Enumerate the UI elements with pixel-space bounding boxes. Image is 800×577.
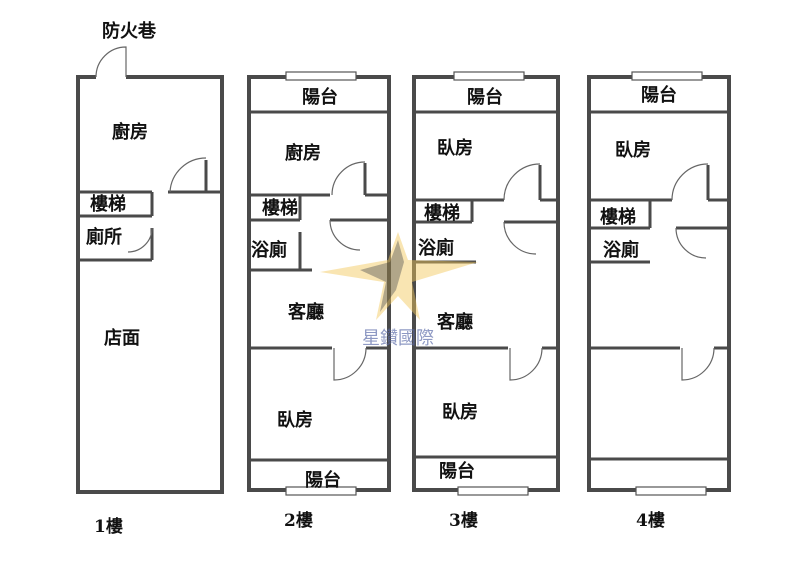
floor-2-bath-label: 浴廁	[251, 239, 287, 261]
floor-1-title: 1樓	[94, 516, 123, 537]
floor-1-entry-door-icon	[95, 46, 127, 78]
floor-4-front-window	[631, 71, 703, 81]
floor-3-living-label: 客廳	[437, 311, 473, 333]
floor-2-front-window	[285, 71, 357, 81]
floor-2-kitchen-label: 廚房	[285, 142, 321, 164]
floor-1: 防火巷 廚房 樓梯 廁所 店面 1樓	[76, 20, 224, 537]
floor-4-bedroom-door-icon	[671, 163, 709, 201]
star-logo-icon	[320, 232, 478, 320]
floor-2: 陽台 廚房 樓梯 浴廁 客廳 臥房 陽台 2樓	[247, 71, 391, 531]
floor-3-back-balcony-label: 陽台	[439, 460, 475, 482]
floor-4-outline	[587, 75, 731, 492]
floor-4-stair-door-icon	[675, 227, 707, 259]
floor-2-back-window	[285, 486, 357, 496]
floor-3-stair-door-icon	[503, 221, 537, 255]
floor-3-bedroom-back-door-icon	[509, 347, 543, 381]
floor-4-stairs-label: 樓梯	[600, 206, 636, 228]
floor-2-stairs-label: 樓梯	[262, 197, 298, 219]
floor-4-back-door-icon	[681, 347, 715, 381]
fire-lane-label: 防火巷	[102, 20, 157, 42]
floor-1-kitchen-door-icon	[169, 157, 207, 193]
floor-3-bedroom-back-label: 臥房	[442, 401, 478, 423]
floor-3-front-window	[453, 71, 525, 81]
floor-2-stair-door-icon	[329, 219, 361, 251]
floor-2-bedroom-door-icon	[333, 347, 367, 381]
watermark-logo: 星鑽國際	[320, 232, 478, 349]
floor-3: 陽台 臥房 樓梯 浴廁 客廳 臥房 陽台 3樓	[412, 71, 560, 531]
floor-1-shop-label: 店面	[104, 327, 140, 349]
floor-3-bath-label: 浴廁	[418, 237, 454, 259]
watermark-text: 星鑽國際	[362, 328, 434, 349]
floor-1-toilet-door-icon	[127, 227, 153, 253]
floor-2-back-balcony-label: 陽台	[305, 469, 341, 491]
floor-4-back-window	[635, 486, 707, 496]
floor-2-living-label: 客廳	[288, 301, 324, 323]
floor-2-front-balcony-label: 陽台	[302, 86, 338, 108]
floor-3-bedroom-front-door-icon	[503, 163, 541, 201]
floor-4-title: 4樓	[636, 510, 665, 531]
floor-1-outline	[76, 75, 224, 494]
floor-1-toilet-label: 廁所	[86, 226, 122, 248]
floor-1-kitchen-label: 廚房	[112, 121, 148, 143]
floor-3-front-balcony-label: 陽台	[467, 86, 503, 108]
floor-3-outline	[412, 75, 560, 492]
floor-3-title: 3樓	[449, 510, 478, 531]
floor-2-kitchen-door-icon	[331, 161, 366, 196]
floor-2-title: 2樓	[284, 510, 313, 531]
floor-2-bedroom-label: 臥房	[277, 409, 313, 431]
floor-3-back-window	[457, 486, 529, 496]
floor-1-stairs-label: 樓梯	[90, 193, 126, 215]
floor-2-outline	[247, 75, 391, 492]
floor-4-bath-label: 浴廁	[603, 239, 639, 261]
floor-3-bedroom-front-label: 臥房	[437, 137, 473, 159]
floor-4-front-balcony-label: 陽台	[641, 84, 677, 106]
floor-4-bedroom-front-label: 臥房	[615, 139, 651, 161]
floor-3-stairs-label: 樓梯	[424, 202, 460, 224]
star-shadow-icon	[360, 240, 404, 312]
floor-4: 陽台 臥房 樓梯 浴廁 4樓	[587, 71, 731, 531]
